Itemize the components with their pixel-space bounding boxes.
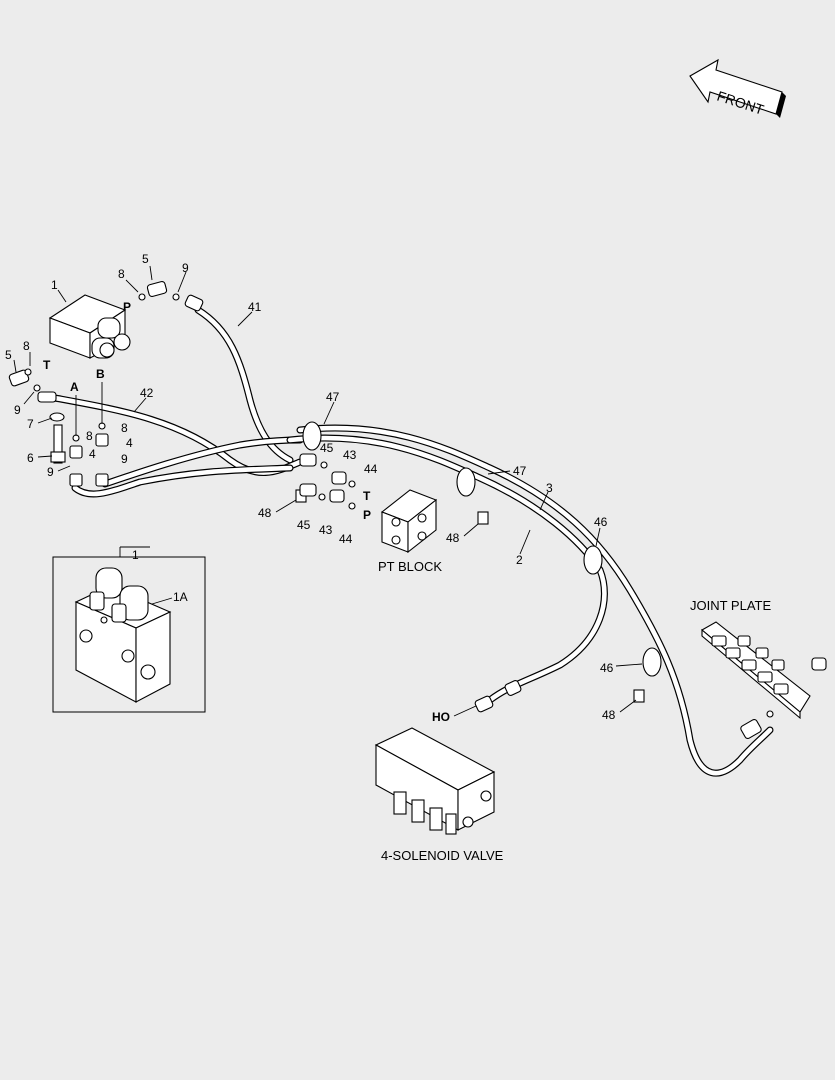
callout-6: 6 [27,451,34,465]
port-ho-label: HO [432,710,450,724]
callout-46: 46 [600,661,614,675]
callout-48: 48 [446,531,460,545]
solenoid-valve-caption: 4-SOLENOID VALVE [381,848,504,863]
callout-8: 8 [118,267,125,281]
valve-block-1 [48,294,131,359]
callout-43: 43 [343,448,357,462]
callout-45: 45 [297,518,311,532]
hose-bundle [51,306,774,777]
callout-9: 9 [121,452,128,466]
callout-4: 4 [126,436,133,450]
port-t-pt-label: T [363,489,371,503]
callout-3: 3 [546,481,553,495]
callout-7: 7 [27,417,34,431]
port-p-label: P [123,300,131,314]
joint-plate [701,621,827,740]
callout-43: 43 [319,523,333,537]
inset-detail [52,546,206,713]
port-a-label: A [70,380,79,394]
pt-block-caption: PT BLOCK [378,559,442,574]
callout-numbers: 1 8 5 9 41 5 8 9 42 7 8 8 4 4 6 9 9 47 4… [5,252,616,722]
fittings-group [8,280,204,487]
callout-2: 2 [516,553,523,567]
pt-fittings [299,453,356,510]
callout-44: 44 [364,462,378,476]
callout-48: 48 [602,708,616,722]
callout-1: 1 [51,278,58,292]
callout-44: 44 [339,532,353,546]
leader-lines [13,265,643,717]
callout-9: 9 [47,465,54,479]
pt-block [380,489,438,554]
callout-45: 45 [320,441,334,455]
callout-8: 8 [86,429,93,443]
callout-9: 9 [182,261,189,275]
four-solenoid-valve [374,680,522,835]
callout-41: 41 [248,300,262,314]
callout-48: 48 [258,506,272,520]
port-p-pt-label: P [363,508,371,522]
callout-5: 5 [142,252,149,266]
front-arrow: FRONT [689,58,786,118]
callout-47: 47 [513,464,527,478]
callout-4: 4 [89,447,96,461]
callout-9: 9 [14,403,21,417]
port-b-label: B [96,367,105,381]
joint-plate-caption: JOINT PLATE [690,598,771,613]
inset-callout-1a: 1A [173,590,188,604]
callout-42: 42 [140,386,154,400]
callout-5: 5 [5,348,12,362]
callout-8: 8 [121,421,128,435]
callout-46: 46 [594,515,608,529]
callout-47: 47 [326,390,340,404]
inset-title: 1 [132,548,139,562]
port-t-label: T [43,358,51,372]
callout-8: 8 [23,339,30,353]
